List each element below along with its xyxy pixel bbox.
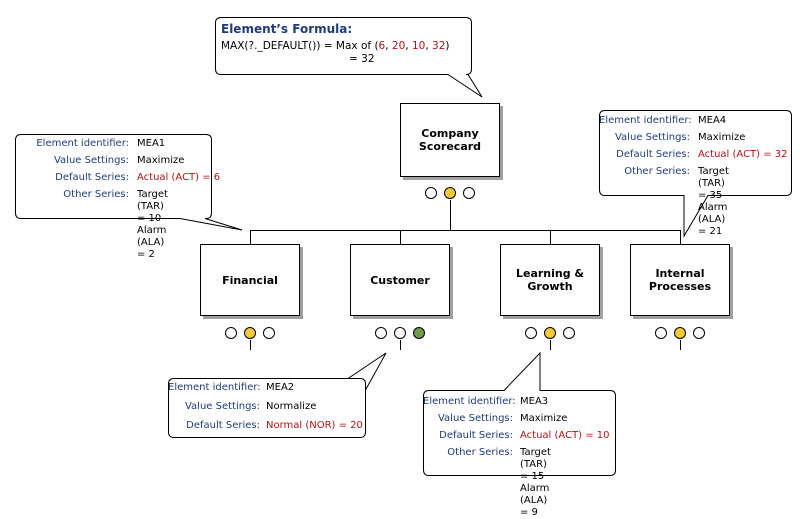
formula-closing: ) [445,40,450,52]
default-series-label: Default Series: [616,149,690,160]
mea4-callout-bubble [599,110,792,238]
status-light-yellow [244,327,256,339]
status-light-off [693,327,705,339]
formula-arg: 10 [411,40,426,52]
formula-expression: MAX(?._DEFAULT()) = Max of (6, 20, 10, 3… [221,40,450,52]
mea3-identifier: MEA3 [520,396,549,407]
mea2-callout-bubble [168,352,387,438]
default-series-label: Default Series: [55,172,129,183]
node-company-scorecard[interactable]: Company Scorecard [400,103,500,177]
status-light-off [425,187,437,199]
status-light-off [394,327,406,339]
status-light-off [263,327,275,339]
mea4-identifier: MEA4 [698,115,727,126]
node-learning-growth[interactable]: Learning & Growth [500,244,600,316]
formula-separator: , [385,40,392,52]
node-internal-processes[interactable]: Internal Processes [630,244,730,316]
status-light-green [413,327,425,339]
node-financial[interactable]: Financial [200,244,300,316]
element-identifier-label: Element identifier: [36,138,129,149]
formula-prefix: MAX(?._DEFAULT()) = Max of ( [221,40,379,52]
node-label: Customer [370,273,430,287]
mea3-callout-bubble [423,351,616,476]
formula-arg: 6 [378,40,386,52]
mea2-default-series: Normal (NOR) = 20 [266,420,363,431]
default-series-label: Default Series: [439,430,513,441]
value-settings-label: Value Settings: [53,155,129,166]
formula-arg: 20 [391,40,406,52]
value-settings-label: Value Settings: [614,132,690,143]
mea3-default-series: Actual (ACT) = 10 [520,430,610,441]
other-series-label: Other Series: [447,447,513,458]
other-series-label: Other Series: [624,166,690,177]
mea4-value-settings: Maximize [698,132,746,143]
mea3-value-settings: Maximize [520,413,568,424]
element-identifier-label: Element identifier: [599,115,692,126]
mea2-value-settings: Normalize [266,401,317,412]
formula-result: = 32 [349,53,375,65]
node-label: Company Scorecard [418,127,482,153]
mea1-callout-bubble [15,134,243,231]
node-label: Financial [222,273,278,287]
status-light-off [463,187,475,199]
node-customer[interactable]: Customer [350,244,450,316]
status-light-off [525,327,537,339]
diagram-canvas [15,17,792,476]
status-light-off [563,327,575,339]
formula-separator: , [405,40,412,52]
formula-callout-bubble [215,17,483,98]
formula-callout: Element’s Formula: MAX(?._DEFAULT()) = M… [221,22,450,65]
status-light-yellow [674,327,686,339]
mea1-value-settings: Maximize [137,155,185,166]
mea3-other-series: Target (TAR) = 15 Alarm (ALA) = 9 [520,447,551,518]
formula-separator: , [425,40,433,52]
other-series-label: Other Series: [63,189,129,200]
value-settings-label: Value Settings: [184,401,260,412]
mea1-other-series: Target (TAR) = 10 Alarm (ALA) = 2 [137,189,168,260]
mea1-identifier: MEA1 [137,138,166,149]
status-light-off [375,327,387,339]
value-settings-label: Value Settings: [437,413,513,424]
node-label: Learning & Growth [515,267,585,293]
node-label: Internal Processes [648,267,712,293]
element-identifier-label: Element identifier: [423,396,516,407]
status-light-off [225,327,237,339]
status-light-off [655,327,667,339]
mea1-default-series: Actual (ACT) = 6 [137,172,221,183]
element-identifier-label: Element identifier: [168,382,261,393]
mea2-identifier: MEA2 [266,382,295,393]
mea4-other-series: Target (TAR) = 35 Alarm (ALA) = 21 [698,166,729,237]
status-light-yellow [444,187,456,199]
mea4-default-series: Actual (ACT) = 32 [698,149,788,160]
default-series-label: Default Series: [186,420,260,431]
status-light-yellow [544,327,556,339]
formula-arg: 32 [432,40,446,52]
formula-title: Element’s Formula: [221,22,353,36]
